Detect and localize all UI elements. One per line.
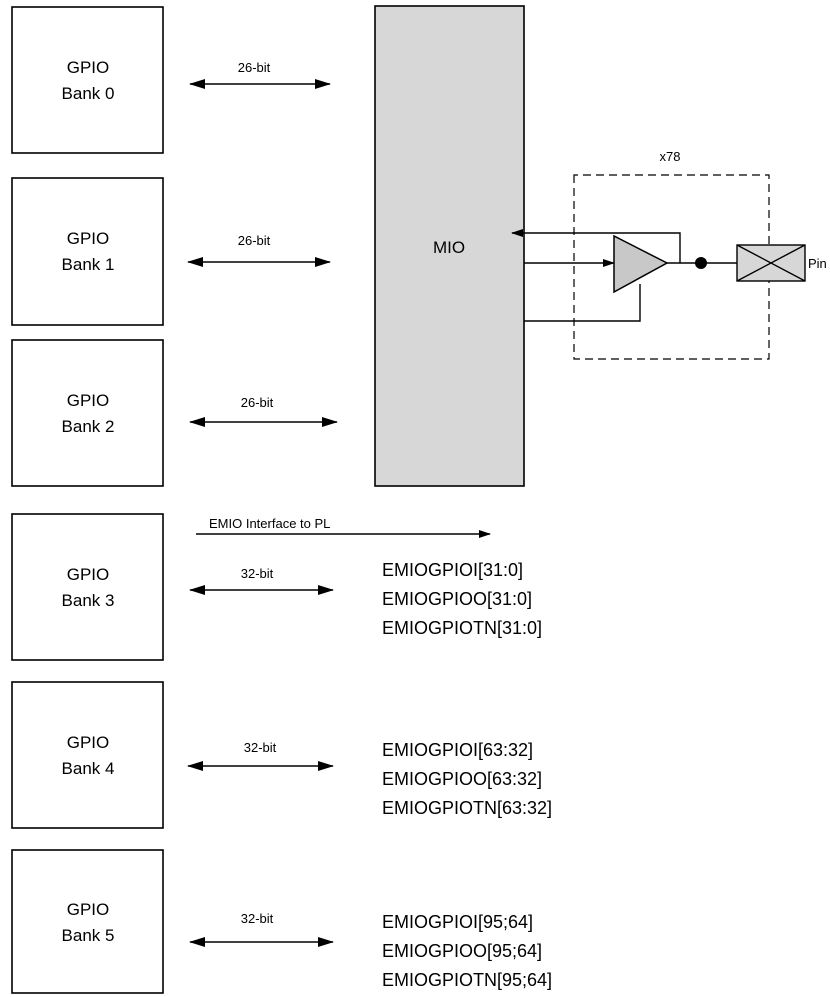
bank-3-line1: GPIO: [67, 565, 110, 584]
bank-3-width-label: 32-bit: [241, 566, 274, 581]
x78-multiplier-label: x78: [660, 149, 681, 164]
junction-dot-icon: [695, 257, 707, 269]
mio-block: MIO: [374, 5, 525, 487]
mio-box: [374, 5, 525, 487]
emio-signal: EMIOGPIOI[95;64]: [382, 912, 533, 932]
bank-1-width-label: 26-bit: [238, 233, 271, 248]
bank-5-line2: Bank 5: [62, 926, 115, 945]
bank-4-width-label: 32-bit: [244, 740, 277, 755]
bank-1-line1: GPIO: [67, 229, 110, 248]
pin-label: Pin: [808, 256, 827, 271]
emio-signal: EMIOGPIOI[31:0]: [382, 560, 523, 580]
emio-signal: EMIOGPIOO[31:0]: [382, 589, 532, 609]
bank-4-box: [11, 681, 164, 829]
bank-0-width-label: 26-bit: [238, 60, 271, 75]
x78-dashed-enclosure: [573, 174, 770, 360]
gpio-bank-0: GPIO Bank 0 26-bit: [11, 6, 331, 154]
mio-label: MIO: [433, 238, 465, 257]
bank-4-line1: GPIO: [67, 733, 110, 752]
gpio-bank-1: GPIO Bank 1 26-bit: [11, 177, 331, 326]
bank-0-line1: GPIO: [67, 58, 110, 77]
io-pad-circuit: x78 Pin: [511, 149, 827, 360]
bank-2-line2: Bank 2: [62, 417, 115, 436]
emio-signal: EMIOGPIOTN[95;64]: [382, 970, 552, 990]
emio-interface: EMIO Interface to PL EMIOGPIOI[31:0] EMI…: [196, 516, 552, 990]
tristate-enable-wire: [524, 284, 641, 322]
gpio-bank-2: GPIO Bank 2 26-bit: [11, 339, 338, 487]
bank-5-line1: GPIO: [67, 900, 110, 919]
bank-0-line2: Bank 0: [62, 84, 115, 103]
bank-1-line2: Bank 1: [62, 255, 115, 274]
gpio-bank-4: GPIO Bank 4 32-bit: [11, 681, 334, 829]
bank-3-box: [11, 513, 164, 661]
pin-pad-cross-b: [736, 244, 806, 282]
emio-signal: EMIOGPIOI[63:32]: [382, 740, 533, 760]
bank-0-box: [11, 6, 164, 154]
input-return-wire: [511, 229, 681, 263]
gpio-bank-3: GPIO Bank 3 32-bit: [11, 513, 334, 661]
bank-1-box: [11, 177, 164, 326]
bank-2-width-label: 26-bit: [241, 395, 274, 410]
emio-signal: EMIOGPIOO[63:32]: [382, 769, 542, 789]
emio-signal: EMIOGPIOTN[31:0]: [382, 618, 542, 638]
gpio-bank-5: GPIO Bank 5 32-bit: [11, 849, 334, 994]
bank-5-width-label: 32-bit: [241, 911, 274, 926]
emio-signal: EMIOGPIOO[95;64]: [382, 941, 542, 961]
bank-5-box: [11, 849, 164, 994]
emio-interface-label: EMIO Interface to PL: [209, 516, 330, 531]
bank-2-line1: GPIO: [67, 391, 110, 410]
bank-3-line2: Bank 3: [62, 591, 115, 610]
bank-2-box: [11, 339, 164, 487]
emio-signal: EMIOGPIOTN[63:32]: [382, 798, 552, 818]
tristate-buffer-icon: [613, 234, 669, 294]
bank-4-line2: Bank 4: [62, 759, 115, 778]
